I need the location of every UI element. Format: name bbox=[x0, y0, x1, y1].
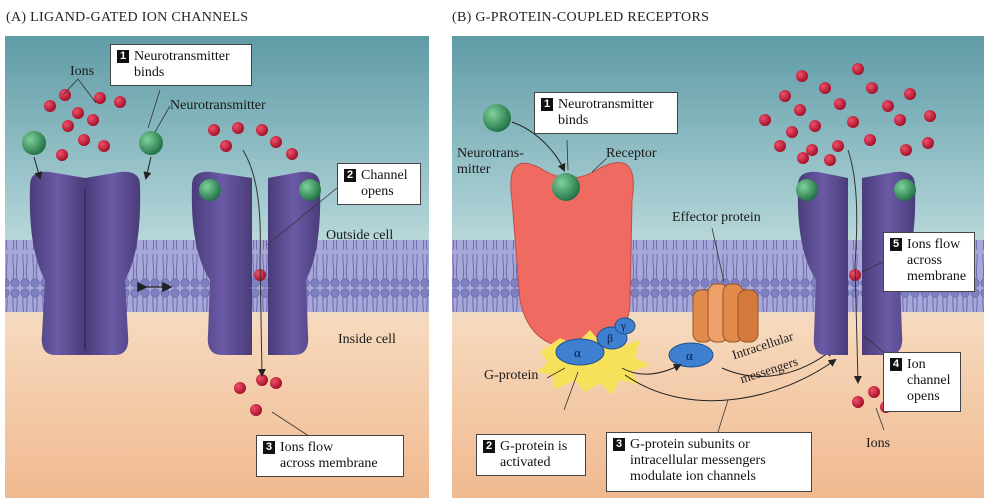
open-ion-channel-a bbox=[191, 171, 321, 355]
label-inside-cell: Inside cell bbox=[338, 332, 396, 347]
arrow bbox=[143, 156, 152, 180]
leader-line bbox=[62, 78, 79, 96]
callout-text: opens bbox=[907, 389, 940, 404]
label-neurotransmitter-b-line2: mitter bbox=[457, 162, 491, 177]
gprotein-alpha-free bbox=[668, 342, 714, 368]
callout-text: binds bbox=[558, 113, 589, 128]
callout-text: G-protein subunits or bbox=[630, 437, 750, 452]
ions-cluster-b bbox=[759, 63, 936, 413]
leader-line bbox=[77, 78, 97, 104]
label-receptor: Receptor bbox=[606, 146, 657, 161]
panel-b-title: (B) G-PROTEIN-COUPLED RECEPTORS bbox=[452, 10, 710, 25]
neurotransmitter-bound-icon bbox=[552, 173, 580, 201]
gprotein-alpha bbox=[555, 338, 605, 366]
step-number: 4 bbox=[890, 358, 902, 371]
leader-line bbox=[147, 89, 161, 129]
neurotransmitter-icon bbox=[139, 131, 163, 155]
arrow bbox=[621, 364, 682, 375]
callout-b2: 2 G-protein is activated bbox=[476, 434, 586, 476]
effector-protein bbox=[692, 283, 759, 343]
neurotransmitter-icon bbox=[483, 104, 511, 132]
callout-text: membrane bbox=[907, 269, 967, 284]
label-neurotransmitter-a: Neurotransmitter bbox=[170, 98, 266, 113]
step-number: 3 bbox=[263, 441, 275, 454]
callout-text: Neurotransmitter bbox=[134, 49, 230, 64]
arrow bbox=[33, 156, 43, 180]
leader-line bbox=[546, 367, 566, 379]
label-effector-protein: Effector protein bbox=[672, 210, 761, 225]
neurotransmitter-icon bbox=[22, 131, 46, 155]
leader-line bbox=[861, 261, 884, 273]
neurotransmitter-bound-icon bbox=[199, 179, 221, 201]
callout-b5: 5 Ions flow across membrane bbox=[883, 232, 975, 292]
label-gprotein: G-protein bbox=[484, 368, 539, 383]
label-beta: β bbox=[607, 331, 614, 345]
panel-a-title: (A) LIGAND-GATED ION CHANNELS bbox=[6, 10, 249, 25]
leader-line bbox=[591, 157, 608, 173]
callout-text: across membrane bbox=[280, 456, 378, 471]
leader-line bbox=[875, 407, 885, 431]
callout-text: modulate ion channels bbox=[630, 469, 756, 484]
callout-b4: 4 Ion channel opens bbox=[883, 352, 961, 412]
label-ions-a: Ions bbox=[70, 64, 95, 79]
label-neurotransmitter-b-line1: Neurotrans- bbox=[457, 146, 524, 161]
step-number: 2 bbox=[344, 169, 356, 182]
callout-a1: 1 Neurotransmitter binds bbox=[110, 44, 252, 86]
neurotransmitter-bound-icon bbox=[894, 179, 916, 201]
leader-line bbox=[266, 187, 338, 246]
callout-a2: 2 Channel opens bbox=[337, 163, 421, 205]
ions-cluster-a bbox=[44, 89, 298, 416]
callout-text: Neurotransmitter bbox=[558, 97, 654, 112]
callout-b1: 1 Neurotransmitter binds bbox=[534, 92, 678, 134]
callout-text: binds bbox=[134, 65, 165, 80]
leader-line bbox=[563, 371, 579, 411]
ion-flow-arrow-b bbox=[847, 149, 862, 384]
callout-text: Ions flow bbox=[280, 440, 334, 455]
callout-b3: 3 G-protein subunits or intracellular mes… bbox=[606, 432, 812, 492]
callout-text: across bbox=[907, 253, 942, 268]
leader-line bbox=[717, 399, 729, 433]
arrow bbox=[721, 348, 834, 377]
neurotransmitter-bound-icon bbox=[796, 179, 818, 201]
gprotein-gamma bbox=[614, 317, 636, 335]
leader-line bbox=[711, 227, 725, 283]
callout-text: Ions flow bbox=[907, 237, 961, 252]
label-outside-cell: Outside cell bbox=[326, 228, 394, 243]
leader-line bbox=[566, 139, 569, 171]
ion-flow-arrow-a bbox=[242, 149, 266, 377]
closed-ion-channel bbox=[29, 171, 141, 355]
step-number: 1 bbox=[117, 50, 129, 63]
arrow bbox=[511, 121, 566, 172]
label-alpha-free: α bbox=[686, 348, 693, 363]
label-alpha: α bbox=[574, 345, 581, 360]
callout-a3: 3 Ions flow across membrane bbox=[256, 435, 404, 477]
callout-text: Channel bbox=[361, 168, 408, 183]
callout-text: opens bbox=[361, 184, 394, 199]
step-number: 2 bbox=[483, 440, 495, 453]
label-gamma: γ bbox=[621, 320, 626, 332]
callout-text: G-protein is bbox=[500, 439, 568, 454]
label-ions-b: Ions bbox=[866, 436, 891, 451]
leader-line bbox=[154, 105, 171, 133]
neurotransmitter-bound-icon bbox=[299, 179, 321, 201]
callout-text: channel bbox=[907, 373, 951, 388]
step-number: 5 bbox=[890, 238, 902, 251]
callout-text: intracellular messengers bbox=[630, 453, 766, 468]
step-number: 3 bbox=[613, 438, 625, 451]
callout-text: activated bbox=[500, 455, 551, 470]
arrow bbox=[624, 358, 837, 402]
callout-text: Ion bbox=[907, 357, 926, 372]
step-number: 1 bbox=[541, 98, 553, 111]
